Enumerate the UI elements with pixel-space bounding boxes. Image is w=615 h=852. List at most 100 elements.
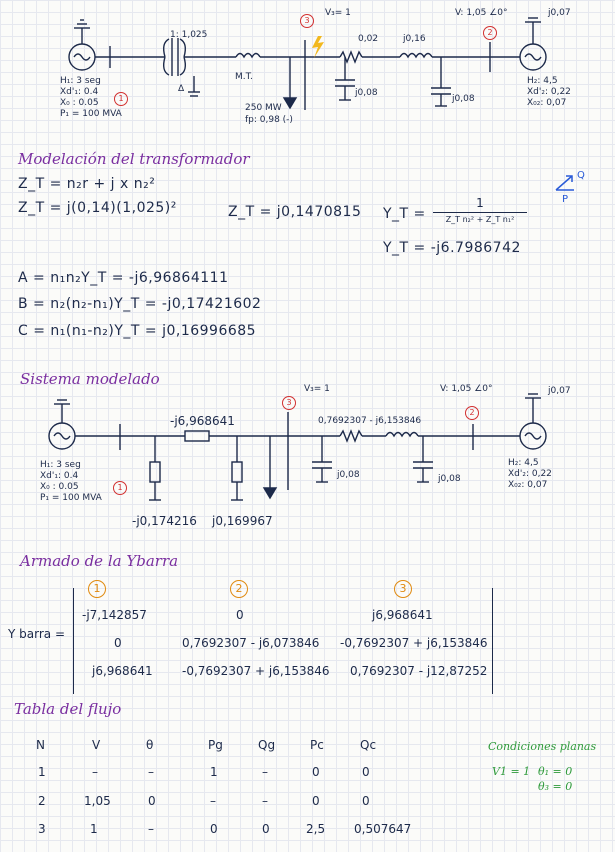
zt-formula-2: Z_T = j(0,14)(1,025)² xyxy=(18,200,177,216)
bus-3-marker: 3 xyxy=(300,14,314,28)
x-right-label-model: j0,07 xyxy=(548,386,571,396)
yt-numerator: 1 xyxy=(476,196,484,210)
gen-left-h-2: H₁: 3 seg xyxy=(40,460,81,470)
bus-1-marker: 1 xyxy=(114,92,128,106)
flow-cell: 1,05 xyxy=(84,794,111,808)
gen-right-h-2: H₂: 4,5 xyxy=(508,458,539,468)
ybus-cell: 0,7692307 - j6,073846 xyxy=(182,636,320,650)
ybus-left-bracket xyxy=(73,588,74,694)
ybus-cell: j6,968641 xyxy=(372,608,433,622)
v2-label-model: V: 1,05 ∠0° xyxy=(440,384,493,394)
transformer-ratio: 1: 1,025 xyxy=(170,30,208,40)
bus-1-marker-model: 1 xyxy=(113,481,127,495)
flow-cell: – xyxy=(262,765,268,779)
flow-cell: 0 xyxy=(362,794,370,808)
gen-left-xo-2: X₀ : 0.05 xyxy=(40,482,79,492)
ybus-cell: 0 xyxy=(236,608,244,622)
flow-cell: 2 xyxy=(38,794,46,808)
yt-fraction-bar xyxy=(433,212,527,213)
section-title-transformer: Modelación del transformador xyxy=(18,150,250,168)
flow-cell: – xyxy=(210,794,216,808)
param-a: A = n₁n₂Y_T = -j6,96864111 xyxy=(18,270,229,286)
ybus-label: Y barra = xyxy=(8,627,65,641)
flow-cell: 1 xyxy=(90,822,98,836)
shunt-2-label: j0,169967 xyxy=(212,514,273,528)
ybus-cell: 0,7692307 - j12,87252 xyxy=(350,664,488,678)
flow-cell: 0 xyxy=(262,822,270,836)
yt-value: Y_T = -j6.7986742 xyxy=(383,240,521,256)
gen-left-xd-2: Xd'₁: 0.4 xyxy=(40,471,79,481)
flow-cell: 0,507647 xyxy=(354,822,412,836)
flow-header: N xyxy=(36,738,45,752)
ybus-col-2: 2 xyxy=(230,580,248,598)
line-x: j0,16 xyxy=(403,34,426,44)
zt-formula-1: Z_T = n₂r + j x n₂² xyxy=(18,176,156,192)
ybus-cell: 0 xyxy=(114,636,122,650)
ybus-col-1: 1 xyxy=(88,580,106,598)
mt-label: M.T. xyxy=(235,72,253,82)
fault-bolt-icon xyxy=(312,36,324,58)
flow-cell: 2,5 xyxy=(306,822,326,836)
v2-label: V: 1,05 ∠0° xyxy=(455,8,508,18)
gen-right-xo: X₀₂: 0,07 xyxy=(527,98,567,108)
flow-header: Pg xyxy=(208,738,223,752)
param-c: C = n₁(n₁-n₂)Y_T = j0,16996685 xyxy=(18,323,257,339)
condition-v1: V1 = 1 xyxy=(492,765,531,778)
bus-2-marker-model: 2 xyxy=(465,406,479,420)
v3-label: V₃= 1 xyxy=(325,8,351,18)
gen-right-xo-2: X₀₂: 0,07 xyxy=(508,480,548,490)
ybus-cell: -0,7692307 + j6,153846 xyxy=(340,636,488,650)
flow-cell: 0 xyxy=(312,794,320,808)
flow-header: Qg xyxy=(258,738,276,752)
x-right-label: j0,07 xyxy=(548,8,571,18)
gen-left-p: P₁ = 100 MVA xyxy=(60,109,122,119)
ybus-cell: j6,968641 xyxy=(92,664,153,678)
section-title-flow: Tabla del flujo xyxy=(14,700,122,718)
cap2-label-model: j0,08 xyxy=(438,474,461,484)
flow-header: Pc xyxy=(310,738,324,752)
series-admittance: -j6,968641 xyxy=(170,414,235,428)
flow-header: V xyxy=(92,738,101,752)
gen-left-h: H₁: 3 seg xyxy=(60,76,101,86)
gen-left-p-2: P₁ = 100 MVA xyxy=(40,493,102,503)
cap2-label: j0,08 xyxy=(452,94,475,104)
gen-left-xo: X₀ : 0.05 xyxy=(60,98,99,108)
flow-cell: 0 xyxy=(148,794,156,808)
cap1-label: j0,08 xyxy=(355,88,378,98)
ybus-right-bracket xyxy=(492,588,493,694)
gen-left-xd: Xd'₁: 0.4 xyxy=(60,87,99,97)
flow-cell: 0 xyxy=(210,822,218,836)
condition-theta3: θ₃ = 0 xyxy=(538,780,573,793)
flow-cell: – xyxy=(92,765,98,779)
flow-cell: – xyxy=(262,794,268,808)
gen-right-xd: Xd'₂: 0,22 xyxy=(527,87,571,97)
ybus-cell: -j7,142857 xyxy=(82,608,147,622)
v3-label-model: V₃= 1 xyxy=(304,384,330,394)
fp-label: fp: 0,98 (-) xyxy=(245,115,293,125)
condition-theta1: θ₁ = 0 xyxy=(538,765,573,778)
flow-cell: 0 xyxy=(312,765,320,779)
arrow-q-label: Q xyxy=(577,170,585,181)
flow-cell: 3 xyxy=(38,822,46,836)
param-b: B = n₂(n₂-n₁)Y_T = -j0,17421602 xyxy=(18,296,262,312)
flow-header: θ xyxy=(146,738,154,752)
conditions-title: Condiciones planas xyxy=(488,740,597,753)
yt-prefix: Y_T = xyxy=(383,206,426,222)
flow-header: Qc xyxy=(360,738,377,752)
flow-cell: – xyxy=(148,822,154,836)
shunt-1-label: -j0,174216 xyxy=(132,514,197,528)
delta-label: Δ xyxy=(178,84,185,94)
gen-right-xd-2: Xd'₂: 0,22 xyxy=(508,469,552,479)
zt-value: Z_T = j0,1470815 xyxy=(228,204,362,220)
cap1-label-model: j0,08 xyxy=(337,470,360,480)
gen-right-h: H₂: 4,5 xyxy=(527,76,558,86)
flow-cell: 0 xyxy=(362,765,370,779)
flow-cell: – xyxy=(148,765,154,779)
line-r: 0,02 xyxy=(358,34,379,44)
ybus-cell: -0,7692307 + j6,153846 xyxy=(182,664,330,678)
bus-3-marker-model: 3 xyxy=(282,396,296,410)
ybus-col-3: 3 xyxy=(394,580,412,598)
flow-cell: 1 xyxy=(210,765,218,779)
